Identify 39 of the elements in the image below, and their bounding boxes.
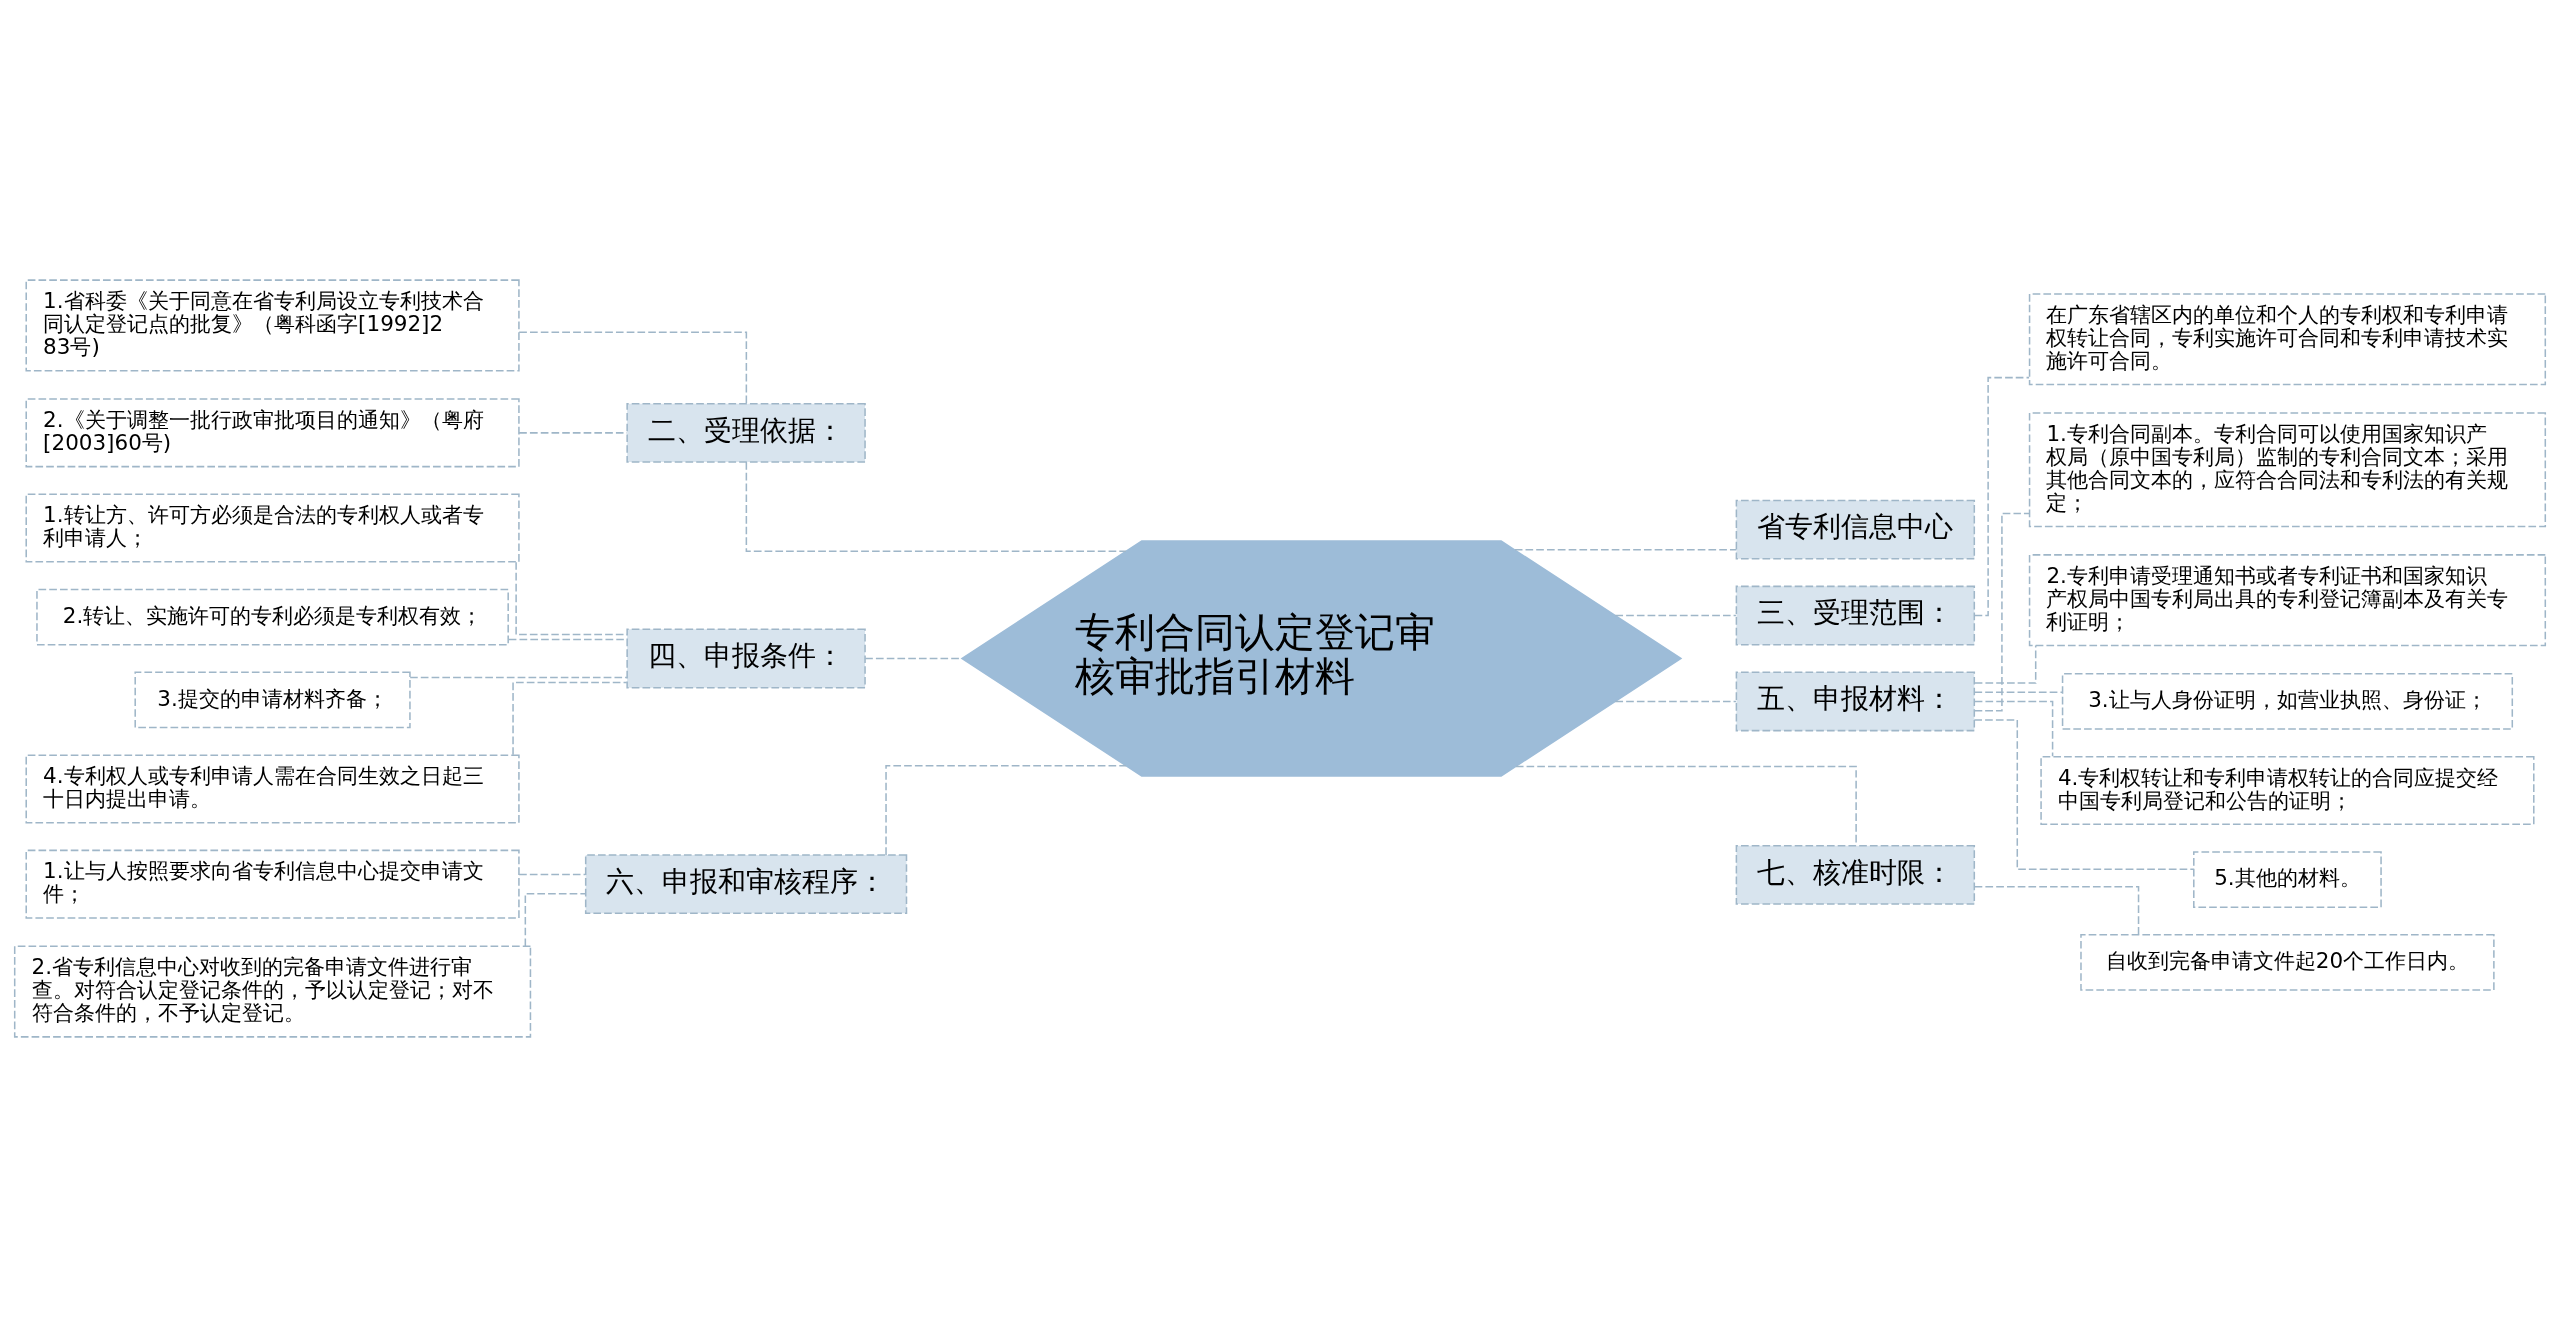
node-box: 4.专利权人或专利申请人需在合同生效之日起三十日内提出申请。 — [25, 754, 520, 824]
connector — [1973, 700, 2054, 758]
connector — [512, 681, 628, 756]
connector — [1973, 512, 2031, 712]
connector — [409, 676, 628, 679]
node-box: 2.专利申请受理通知书或者专利证书和国家知识产权局中国专利局出具的专利登记簿副本及有关专利证明； — [2028, 554, 2547, 647]
node-box: 1.专利合同副本。专利合同可以使用国家知识产权局（原中国专利局）监制的专利合同文本；采用其他合同文本的，应符合合同法和专利法的有关规定； — [2028, 412, 2547, 528]
connector — [518, 331, 748, 404]
node-box: 1.让与人按照要求向省专利信息中心提交申请文件； — [25, 849, 520, 919]
node-box: 2.转让、实施许可的专利必须是专利权有效； — [36, 588, 509, 646]
node-box: 1.省科委《关于同意在省专利局设立专利技术合同认定登记点的批复》（粤科函字[1992]283号) — [25, 279, 520, 372]
connector — [1973, 691, 2064, 694]
connector — [1973, 719, 2195, 871]
node-box: 二、受理依据： — [626, 402, 866, 463]
node-box: 在广东省辖区内的单位和个人的专利权和专利申请权转让合同，专利实施许可合同和专利申请技术实施许可合同。 — [2028, 293, 2547, 386]
node-box: 七、核准时限： — [1735, 845, 1976, 905]
connector — [1973, 644, 2037, 684]
connector — [518, 873, 587, 876]
connector — [1973, 885, 2140, 936]
connector — [885, 765, 1127, 856]
node-box: 五、申报材料： — [1735, 671, 1976, 732]
node-box: 自收到完备申请文件起20个工作日内。 — [2080, 934, 2495, 991]
connector — [524, 893, 587, 947]
node-box: 3.让与人身份证明，如营业执照、身份证； — [2061, 673, 2514, 730]
node-box: 5.其他的材料。 — [2193, 851, 2382, 908]
node-box: 三、受理范围： — [1735, 585, 1976, 646]
connector — [1614, 700, 1737, 703]
node-box: 四、申报条件： — [626, 628, 866, 689]
node-box: 4.专利权转让和专利申请权转让的合同应提交经中国专利局登记和公告的证明； — [2040, 755, 2535, 826]
node-box: 2.《关于调整一批行政审批项目的通知》（粤府[2003]60号) — [25, 398, 520, 468]
connector — [1973, 376, 2030, 617]
node-box: 2.省专利信息中心对收到的完备申请文件进行审查。对符合认定登记条件的，予以认定登记；对不符合条件的，不予认定登记。 — [13, 945, 532, 1038]
node-box: 六、申报和审核程序： — [584, 854, 908, 915]
node-box: 1.转让方、许可方必须是合法的专利权人或者专利申请人； — [25, 493, 520, 563]
connector — [1614, 614, 1737, 617]
node-box: 3.提交的申请材料齐备； — [134, 671, 411, 729]
connector — [745, 461, 1127, 552]
node-box: 省专利信息中心 — [1735, 499, 1976, 560]
connector — [1514, 548, 1737, 551]
